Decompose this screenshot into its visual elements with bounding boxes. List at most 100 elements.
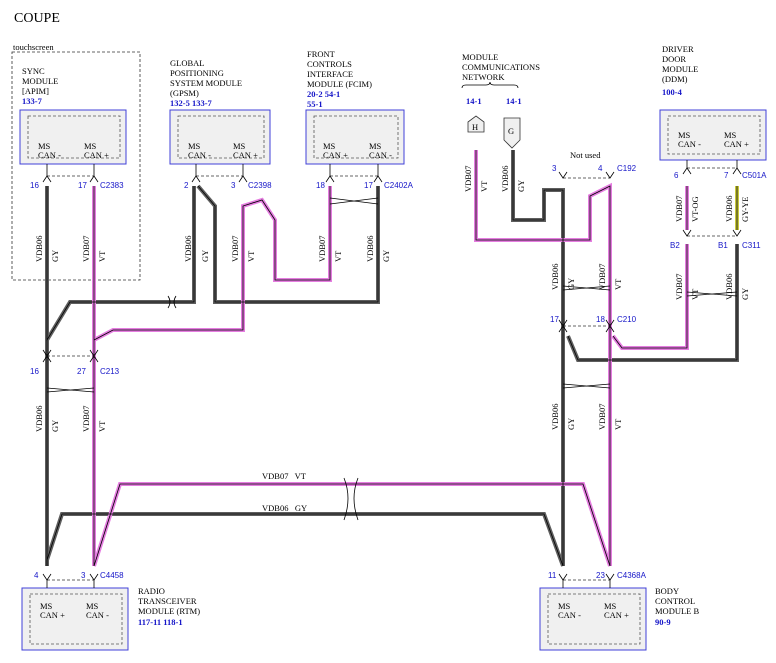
mcn-name-2: COMMUNICATIONS — [462, 62, 540, 72]
label-vdb07: VDB07 — [230, 236, 240, 262]
c4458-pin-3: 3 — [81, 571, 86, 580]
h-splice-icon — [467, 115, 485, 133]
mcn-block: MODULE COMMUNICATIONS NETWORK 14-1 14-1 … — [461, 52, 540, 149]
label-vdb07: VDB07 — [463, 166, 473, 192]
bcm-pin2-l1: MS — [604, 601, 617, 611]
c2398-pin-3: 3 — [231, 181, 236, 190]
label-gy: GY — [566, 278, 576, 290]
mcn-name-1: MODULE — [462, 52, 498, 62]
apim-box — [19, 109, 127, 165]
c2398-label: C2398 — [248, 181, 272, 190]
fcim-ref-1: 20-2 54-1 — [307, 89, 340, 99]
c210-pin-18: 18 — [596, 315, 605, 324]
diagram-title: COUPE — [14, 11, 60, 26]
connector-c4458: 4 3 C4458 — [34, 571, 124, 581]
ddm-ref: 100-4 — [662, 87, 683, 97]
apim-name-1: SYNC — [22, 66, 45, 76]
c210-pin-17: 17 — [550, 315, 559, 324]
c192-label: C192 — [617, 164, 637, 173]
twist-marker — [343, 477, 359, 521]
ddm-name-3: MODULE — [662, 64, 698, 74]
apim-name-3: [APIM] — [22, 86, 49, 96]
gpsm-pin1-l2: CAN - — [188, 150, 211, 160]
label-gy: GY — [381, 250, 391, 262]
twist-markers — [46, 197, 738, 521]
gpsm-name-4: (GPSM) — [170, 88, 199, 98]
twist-marker — [686, 291, 738, 297]
label-vt: VT — [97, 420, 107, 432]
c2398-pin-2: 2 — [184, 181, 189, 190]
connector-c210: 17 18 C210 — [550, 315, 637, 333]
wire-vt-gpsm-fcim — [93, 186, 332, 342]
bcm-name-1: BODY — [655, 586, 679, 596]
fcim-name-2: CONTROLS — [307, 59, 352, 69]
gpsm-pin1-l1: MS — [188, 141, 201, 151]
label-gy: GY — [566, 418, 576, 430]
wire-gy-rtm-bcm — [45, 512, 565, 567]
label-vdb07-vt-horizontal: VDB07 VT — [262, 471, 307, 481]
label-gy: GY — [516, 180, 526, 192]
fcim-pin2-l2: CAN - — [369, 150, 392, 160]
c2383-pin-17: 17 — [78, 181, 87, 190]
gpsm-name-2: POSITIONING — [170, 68, 224, 78]
rtm-module: MS CAN + MS CAN - RADIO TRANSCEIVER MODU… — [21, 586, 200, 651]
twist-marker — [167, 295, 177, 309]
label-vdb06: VDB06 — [724, 274, 734, 300]
g-splice-label: G — [508, 126, 514, 136]
label-vt: VT — [333, 250, 343, 262]
apim-pin1-l1: MS — [38, 141, 51, 151]
label-vdb07: VDB07 — [317, 236, 327, 262]
label-vdb06: VDB06 — [34, 236, 44, 262]
gpsm-name-1: GLOBAL — [170, 58, 204, 68]
connector-c213: 16 27 C213 — [30, 349, 120, 376]
c213-pin-27: 27 — [77, 367, 86, 376]
label-vdb06: VDB06 — [34, 406, 44, 432]
c501a-pin-7: 7 — [724, 171, 729, 180]
label-vt: VT — [613, 278, 623, 290]
mcn-name-3: NETWORK — [462, 72, 505, 82]
label-vt-og: VT-OG — [690, 196, 700, 222]
mcn-ref-1: 14-1 — [466, 96, 482, 106]
fcim-pin2-l1: MS — [369, 141, 382, 151]
bcm-pin2-l2: CAN + — [604, 610, 629, 620]
label-vdb07: VDB07 — [597, 264, 607, 290]
h-splice-label: H — [472, 122, 478, 132]
c4458-label: C4458 — [100, 571, 124, 580]
ddm-pin2-l1: MS — [724, 130, 737, 140]
pin-stubs — [46, 160, 738, 588]
c192-not-used-note: Not used — [570, 150, 601, 160]
wire-vt-rtm-bcm — [92, 482, 612, 567]
ddm-name-2: DOOR — [662, 54, 686, 64]
label-vdb07: VDB07 — [674, 274, 684, 300]
label-vt: VT — [479, 180, 489, 192]
label-vdb06-gy-horizontal: VDB06 GY — [262, 503, 307, 513]
fcim-name-1: FRONT — [307, 49, 336, 59]
c311-pin-b2: B2 — [670, 241, 680, 250]
rtm-pin1-l2: CAN + — [40, 610, 65, 620]
rtm-pin2-l1: MS — [86, 601, 99, 611]
connector-c4368a: 11 23 C4368A — [548, 571, 647, 581]
rtm-ref: 117-11 118-1 — [138, 617, 183, 627]
rtm-pin1-l1: MS — [40, 601, 53, 611]
label-vdb06: VDB06 — [550, 264, 560, 290]
c311-label: C311 — [742, 241, 761, 250]
fcim-name-3: INTERFACE — [307, 69, 353, 79]
twist-marker — [562, 383, 611, 389]
wire-labels: VDB06 GY VDB07 VT VDB06 GY VDB07 VT VDB0… — [34, 166, 750, 513]
label-vdb07: VDB07 — [674, 196, 684, 222]
ddm-pin1-l2: CAN - — [678, 139, 701, 149]
label-vdb06: VDB06 — [724, 196, 734, 222]
twist-marker — [562, 285, 611, 291]
c2402a-pin-17: 17 — [364, 181, 373, 190]
bcm-pin1-l1: MS — [558, 601, 571, 611]
label-vt: VT — [690, 288, 700, 300]
bcm-box — [539, 587, 647, 651]
label-gy: GY — [50, 250, 60, 262]
fcim-box — [305, 109, 405, 165]
label-vt: VT — [613, 418, 623, 430]
c2402a-label: C2402A — [384, 181, 414, 190]
mcn-brace — [461, 81, 519, 89]
label-vdb06: VDB06 — [550, 404, 560, 430]
touchscreen-label: touchscreen — [13, 42, 54, 52]
